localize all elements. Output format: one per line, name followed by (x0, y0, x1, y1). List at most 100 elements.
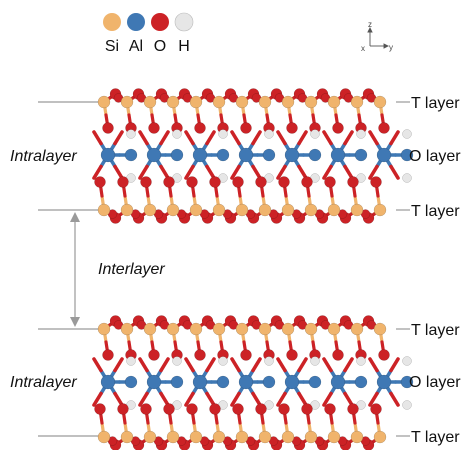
oxygen-atom (240, 122, 252, 134)
aluminium-atom (262, 148, 276, 162)
oxygen-atom (163, 403, 175, 415)
bond (159, 357, 170, 373)
silicon-atom (304, 203, 318, 217)
oxygen-atom (148, 122, 160, 134)
hydrogen-atom (310, 356, 320, 366)
oxygen-atom (163, 176, 175, 188)
bond (297, 391, 308, 407)
aluminium-atom (238, 147, 254, 163)
aluminium-atom (170, 375, 184, 389)
silicon-atom (143, 203, 157, 217)
aluminium-atom (400, 148, 414, 162)
bond (159, 130, 170, 146)
hydrogen-atom (402, 173, 412, 183)
o-layer-label-2: O layer (409, 374, 461, 391)
silicon-atom (166, 322, 180, 336)
o-layer-label-1: O layer (409, 148, 461, 165)
hydrogen-atom (218, 356, 228, 366)
silicon-atom (97, 430, 111, 444)
bond (389, 391, 400, 407)
oxygen-atom (324, 403, 336, 415)
bond (230, 164, 241, 180)
oxygen-atom (332, 122, 344, 134)
intralayer-label-bottom: Intralayer (10, 374, 77, 391)
bond (389, 130, 400, 146)
bond (92, 357, 103, 373)
silicon-atom (97, 203, 111, 217)
bond (389, 357, 400, 373)
bond (322, 164, 333, 180)
oxygen-atom (117, 176, 129, 188)
oxygen-atom (194, 349, 206, 361)
bond (343, 357, 354, 373)
legend-label-o: O (154, 38, 166, 55)
silicon-atom (304, 430, 318, 444)
crystal-layer-top (92, 88, 414, 224)
bond (92, 391, 103, 407)
legend-label-h: H (178, 38, 190, 55)
bond (251, 357, 262, 373)
silicon-atom (212, 95, 226, 109)
aluminium-atom (124, 375, 138, 389)
silicon-atom (373, 203, 387, 217)
bond (251, 391, 262, 407)
silicon-atom (212, 203, 226, 217)
bond (368, 357, 379, 373)
bond (343, 130, 354, 146)
oxygen-atom (232, 403, 244, 415)
bond (113, 130, 124, 146)
aluminium-atom (100, 147, 116, 163)
hydrogen-atom (172, 356, 182, 366)
bond (113, 164, 124, 180)
interlayer-label: Interlayer (98, 261, 165, 278)
silicon-atom (327, 95, 341, 109)
aluminium-atom (330, 374, 346, 390)
silicon-atom (235, 322, 249, 336)
oxygen-atom (117, 403, 129, 415)
silicon-atom (120, 95, 134, 109)
oxygen-atom (332, 349, 344, 361)
aluminium-atom (262, 375, 276, 389)
bond (230, 391, 241, 407)
silicon-atom (120, 322, 134, 336)
oxygen-atom (140, 403, 152, 415)
bond (368, 164, 379, 180)
silicon-atom (258, 430, 272, 444)
oxygen-atom (209, 403, 221, 415)
bond (159, 164, 170, 180)
silicon-atom (281, 203, 295, 217)
legend-label-al: Al (129, 38, 143, 55)
bond (276, 164, 287, 180)
aluminium-atom (284, 147, 300, 163)
silicon-atom (258, 322, 272, 336)
bond (276, 391, 287, 407)
silicon-atom (212, 430, 226, 444)
silicon-atom (143, 322, 157, 336)
bond (322, 391, 333, 407)
bond (230, 357, 241, 373)
bond (322, 357, 333, 373)
bond (113, 357, 124, 373)
hydrogen-atom (264, 129, 274, 139)
bond (322, 130, 333, 146)
oxygen-atom (102, 349, 114, 361)
bond (138, 391, 149, 407)
aluminium-atom (216, 148, 230, 162)
si-atom-icon (103, 13, 121, 31)
aluminium-atom (238, 374, 254, 390)
bond (205, 391, 216, 407)
oxygen-atom (278, 403, 290, 415)
aluminium-atom (330, 147, 346, 163)
silicon-atom (350, 203, 364, 217)
crystal-layer-bottom (92, 315, 414, 450)
aluminium-atom (376, 374, 392, 390)
silicon-atom (373, 430, 387, 444)
t-layer-label-2: T layer (411, 203, 460, 220)
oxygen-atom (378, 122, 390, 134)
silicon-atom (350, 430, 364, 444)
oxygen-atom (378, 349, 390, 361)
aluminium-atom (146, 374, 162, 390)
hydrogen-atom (264, 356, 274, 366)
silicon-atom (120, 203, 134, 217)
